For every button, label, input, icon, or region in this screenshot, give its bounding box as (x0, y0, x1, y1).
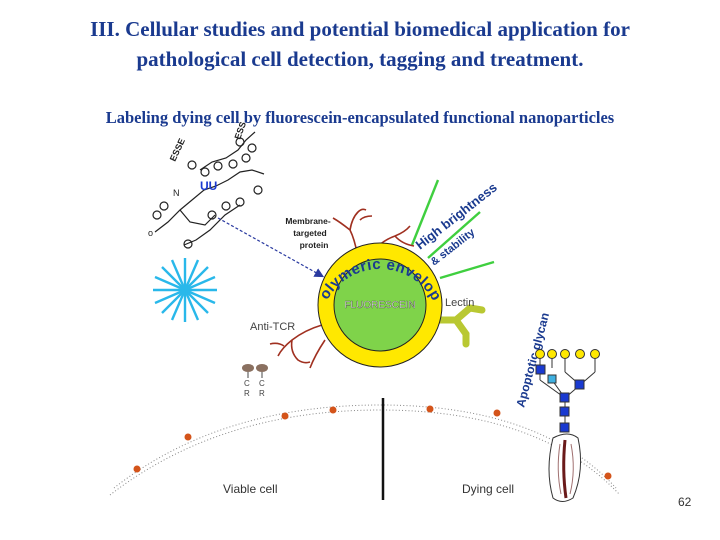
tcr-label-right-2: R (259, 389, 265, 398)
core-label: FLUORESCEIN (344, 300, 415, 311)
svg-text:o: o (148, 228, 153, 238)
fluorescein-molecule-structure (152, 131, 265, 249)
fluorescence-star-icon (153, 258, 217, 322)
dying-cell-label: Dying cell (462, 482, 514, 496)
envelope-label: Polymeric envelope (0, 0, 445, 304)
tcr-label-right: C (259, 379, 265, 388)
tcr-receptors (242, 364, 268, 378)
svg-text:ESSE: ESSE (168, 137, 187, 163)
dying-cell-body (548, 433, 582, 502)
slide-title: III. Cellular studies and potential biom… (0, 14, 720, 74)
fluorescein-core (333, 258, 427, 352)
slide-subtitle: Labeling dying cell by fluorescein-encap… (105, 108, 615, 127)
glycan-tree (535, 349, 600, 433)
svg-text:N: N (173, 188, 180, 198)
membrane-dots (133, 405, 612, 480)
brightness-rays (410, 179, 495, 280)
apoptotic-glycan-label: Apoptotic glycan (513, 311, 552, 409)
tcr-label-left-2: R (244, 389, 250, 398)
viable-cell-label: Viable cell (223, 482, 277, 496)
molecule-glyph-labels: o N UU ESSE ESS (148, 120, 248, 238)
anti-tcr-antibody (269, 324, 326, 369)
title-line-1: III. Cellular studies and potential biom… (90, 17, 630, 41)
tcr-label-left: C (244, 379, 250, 388)
svg-text:ESS: ESS (232, 120, 248, 140)
membrane-label-1: Membrane- (285, 216, 331, 226)
cell-membrane (109, 404, 621, 496)
page-number: 62 (678, 495, 692, 509)
membrane-label-2: targeted (293, 228, 327, 238)
membrane-label-3: protein (300, 240, 329, 250)
svg-text:UU: UU (200, 179, 217, 193)
lectin-label: Lectin (445, 297, 474, 309)
title-line-2: pathological cell detection, tagging and… (136, 47, 584, 71)
anti-tcr-label: Anti-TCR (250, 321, 295, 333)
